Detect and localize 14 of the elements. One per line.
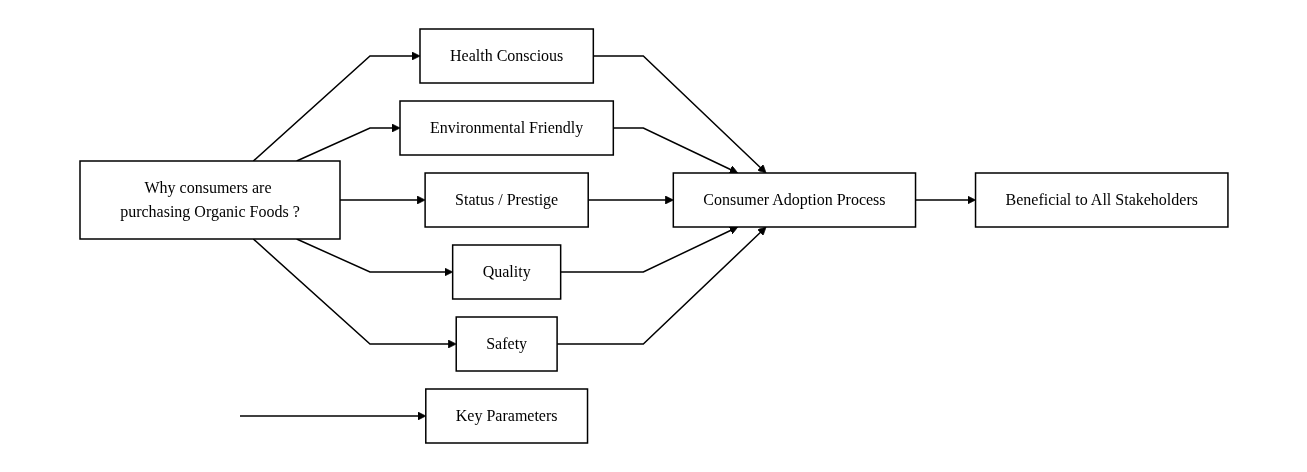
node-box: Safety xyxy=(455,316,558,372)
node-box: Environmental Friendly xyxy=(398,100,614,156)
node-box: Beneficial to All Stakeholders xyxy=(974,172,1229,228)
node-box: Why consumers are purchasing Organic Foods ? xyxy=(78,160,341,240)
node-box: Quality xyxy=(451,244,561,300)
node-box: Key Parameters xyxy=(424,388,588,444)
arrow xyxy=(238,411,426,421)
arrow xyxy=(592,55,766,174)
node-box: Status / Prestige xyxy=(423,172,589,228)
node-box: Health Conscious xyxy=(418,28,594,84)
arrow xyxy=(252,51,420,162)
node-box: Consumer Adoption Process xyxy=(672,172,916,228)
arrow xyxy=(295,123,400,162)
arrow xyxy=(612,127,738,174)
